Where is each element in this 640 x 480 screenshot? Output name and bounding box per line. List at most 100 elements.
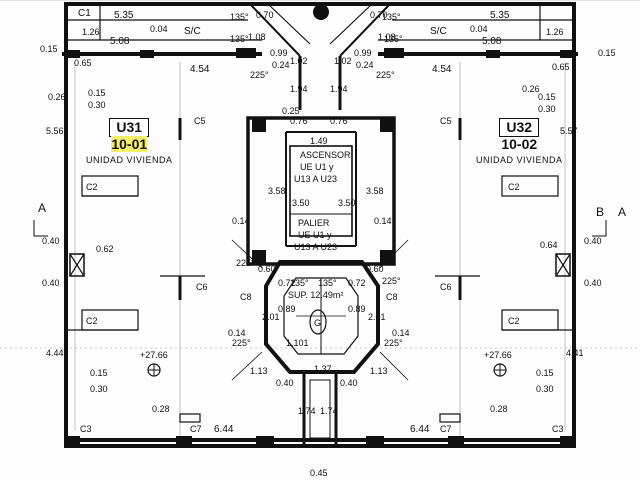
elevator-line-3: U13 A U23: [294, 174, 337, 184]
unit-sub-left: 10-01: [111, 135, 148, 152]
angle-135-tl: 135°: [230, 12, 249, 22]
right-unit-fixtures: [435, 118, 572, 423]
angle-135-core-l: 135°: [290, 278, 309, 288]
dim-454-left: 4.54: [190, 64, 210, 75]
room-tag-c5-left: C5: [194, 116, 206, 126]
room-tag-c2-right: C2: [508, 182, 520, 192]
section-mark-right-a: A: [618, 205, 626, 219]
dim-149: 1.49: [310, 136, 328, 146]
angle-135-core-r: 135°: [318, 278, 337, 288]
room-tag-c8-left: C8: [240, 292, 252, 302]
dim-099-left: 0.99: [270, 48, 288, 58]
dim-644-left: 6.44: [214, 424, 234, 435]
angle-135-tr: 135°: [382, 12, 401, 22]
section-lines: [33, 220, 607, 237]
dim-070-right: 0.70: [370, 10, 388, 20]
elevator-line-1: ASCENSOR: [300, 150, 351, 160]
dim-040-left-a: 0.40: [42, 236, 60, 246]
dim-102-left: 1.02: [290, 56, 308, 66]
section-mark-left: A: [38, 201, 46, 215]
angle-225-low-r: 225°: [384, 338, 403, 348]
dim-556-left: 5.56: [46, 126, 64, 136]
landing-line-3: U13 A U23: [294, 242, 337, 252]
dim-060-right: 0.60: [366, 264, 384, 274]
dim-113-left: 1.13: [250, 366, 268, 376]
section-mark-right-b: B: [596, 205, 604, 219]
room-tag-c2-left: C2: [86, 182, 98, 192]
outer-walls: [62, 2, 578, 448]
unit-tag-right: U32 10-02 UNIDAD VIVIENDA: [476, 118, 563, 165]
upper-walls: [66, 3, 574, 110]
dim-099-right: 0.99: [354, 48, 372, 58]
stair-marker: G: [314, 318, 321, 328]
unit-code-right: U32: [499, 118, 540, 137]
dim-535-right: 5.35: [490, 10, 510, 21]
room-tag-c7-left: C7: [190, 424, 202, 434]
dim-557-right: 5.57: [560, 126, 578, 136]
stair-area: SUP. 12.49m²: [288, 290, 343, 300]
dim-030-right: 0.30: [538, 104, 556, 114]
dim-201-right: 2.01: [368, 312, 386, 322]
dim-014-low-right: 0.14: [392, 328, 410, 338]
room-tag-sc-right: S/C: [430, 26, 447, 37]
angle-225-r: 225°: [376, 70, 395, 80]
unit-tag-left: U31 10-01 UNIDAD VIVIENDA: [86, 118, 173, 165]
dim-025-center: 0.25: [282, 106, 300, 116]
room-tag-c3-left: C3: [80, 424, 92, 434]
room-tag-c6-right: C6: [440, 282, 452, 292]
level-right: +27.66: [484, 350, 512, 360]
landing-line-2: UE U1 y: [298, 230, 332, 240]
dim-040-core-right: 0.40: [340, 378, 358, 388]
unit-code-left: U31: [109, 118, 150, 137]
dim-065-right: 0.65: [552, 62, 570, 72]
dim-174-left: 1.74: [298, 406, 316, 416]
dim-072-left: 0.72: [278, 278, 296, 288]
dim-508-left: 5.08: [110, 36, 130, 47]
dim-065-left: 0.65: [74, 58, 92, 68]
dim-015-left-low: 0.15: [90, 368, 108, 378]
dim-040-left-b: 0.40: [42, 278, 60, 288]
dim-201-left: 2.01: [262, 312, 280, 322]
dim-444-left: 4.44: [46, 348, 64, 358]
dim-194-right: 1.94: [330, 84, 348, 94]
room-tag-c7-right: C7: [440, 424, 452, 434]
room-tag-c5-right: C5: [440, 116, 452, 126]
angle-225-low-l: 225°: [232, 338, 251, 348]
dim-535-left: 5.35: [114, 10, 134, 21]
room-tag-c2-left-2: C2: [86, 316, 98, 326]
dim-015-top-right: 0.15: [598, 48, 616, 58]
dim-350-right: 3.50: [338, 198, 356, 208]
dim-060-left: 0.60: [258, 264, 276, 274]
dim-072-right: 0.72: [348, 278, 366, 288]
angle-225-mid-l: 225°: [236, 258, 255, 268]
dim-040-right-b: 0.40: [584, 278, 602, 288]
dim-441-right: 4.41: [566, 348, 584, 358]
dim-040-core-left: 0.40: [276, 378, 294, 388]
dim-040-right-a: 0.40: [584, 236, 602, 246]
unit-label-left: UNIDAD VIVIENDA: [86, 154, 173, 165]
dim-015-right-low: 0.15: [536, 368, 554, 378]
dim-026-right: 0.26: [522, 84, 540, 94]
room-tag-c1: C1: [78, 8, 91, 19]
dim-113-right: 1.13: [370, 366, 388, 376]
angle-135-tl2: 135°: [230, 34, 249, 44]
unit-label-right: UNIDAD VIVIENDA: [476, 154, 563, 165]
left-unit-fixtures: [68, 118, 205, 423]
room-tag-c6-left: C6: [196, 282, 208, 292]
dim-194-left: 1.94: [290, 84, 308, 94]
dim-070-left: 0.70: [256, 10, 274, 20]
elevator-line-2: UE U1 y: [300, 162, 334, 172]
dim-108-left: 1.08: [248, 32, 266, 42]
dim-062-left: 0.62: [96, 244, 114, 254]
angle-225-l: 225°: [250, 70, 269, 80]
level-markers: [147, 363, 507, 377]
dim-1101: 1.101: [286, 338, 309, 348]
dim-644-right: 6.44: [410, 424, 430, 435]
dim-014-core-left: 0.14: [232, 216, 250, 226]
thin-guide-lines: [0, 0, 640, 440]
dim-030-left: 0.30: [88, 100, 106, 110]
dim-358-right: 3.58: [366, 186, 384, 196]
structural-columns: [66, 48, 574, 444]
dim-126-right: 1.26: [546, 27, 564, 37]
